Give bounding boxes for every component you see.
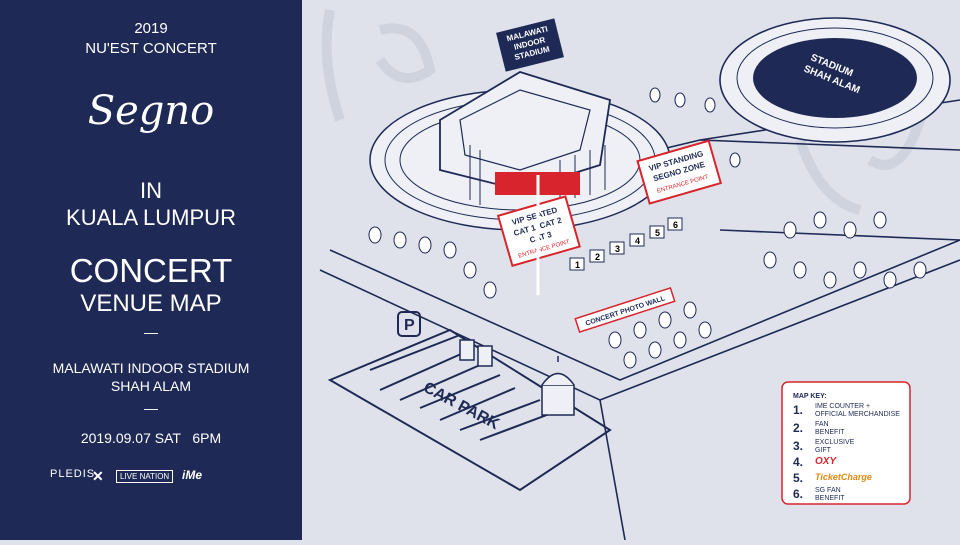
toilet-icon bbox=[459, 339, 493, 367]
svg-text:IME COUNTER +: IME COUNTER + bbox=[815, 403, 870, 410]
n-logo-icon: ✕ bbox=[92, 468, 104, 484]
divider-1: — bbox=[144, 324, 158, 340]
svg-text:OXY: OXY bbox=[815, 456, 837, 467]
svg-text:6: 6 bbox=[673, 220, 678, 230]
svg-text:3: 3 bbox=[615, 244, 620, 254]
svg-text:GIFT: GIFT bbox=[815, 447, 832, 454]
info-panel: 2019 NU'EST CONCERT Segno IN KUALA LUMPU… bbox=[0, 0, 302, 540]
event-name: NU'EST CONCERT bbox=[85, 40, 217, 57]
svg-text:2: 2 bbox=[595, 252, 600, 262]
svg-text:SG FAN: SG FAN bbox=[815, 487, 841, 494]
svg-text:BENEFIT: BENEFIT bbox=[815, 495, 845, 502]
live-nation-logo: LIVE NATION bbox=[116, 470, 174, 483]
title-line2: VENUE MAP bbox=[80, 290, 222, 317]
svg-text:5: 5 bbox=[655, 228, 660, 238]
venue-line2: SHAH ALAM bbox=[110, 378, 192, 394]
svg-text:6.: 6. bbox=[793, 487, 803, 501]
photo-wall-sign: CONCERT PHOTO WALL bbox=[574, 286, 676, 334]
svg-text:3.: 3. bbox=[793, 439, 803, 453]
venue-line1: MALAWATI INDOOR STADIUM bbox=[52, 360, 250, 376]
roads bbox=[319, 99, 960, 541]
svg-text:2.: 2. bbox=[793, 421, 803, 435]
car-park bbox=[327, 328, 612, 492]
map-key: MAP KEY: 1. IME COUNTER + OFFICIAL MERCH… bbox=[781, 381, 911, 505]
event-year: 2019 bbox=[134, 20, 168, 37]
svg-text:1: 1 bbox=[575, 260, 580, 270]
city-name: KUALA LUMPUR bbox=[66, 205, 236, 230]
in-text: IN bbox=[140, 178, 162, 203]
venue-map: CAR PARK P MALAWATI INDOOR STADIUM bbox=[302, 0, 960, 541]
car-park-label: CAR PARK bbox=[420, 379, 502, 433]
svg-text:1.: 1. bbox=[793, 403, 803, 417]
event-datetime: 2019.09.07 SAT 6PM bbox=[80, 430, 222, 446]
tour-logo: Segno bbox=[87, 88, 215, 134]
map-canvas: CAR PARK P MALAWATI INDOOR STADIUM bbox=[319, 9, 960, 541]
svg-text:TicketCharge: TicketCharge bbox=[815, 472, 872, 482]
pledis-logo: PLEDIS bbox=[50, 468, 96, 480]
stadium-shah-alam bbox=[719, 17, 951, 143]
svg-text:EXCLUSIVE: EXCLUSIVE bbox=[815, 439, 855, 446]
svg-text:BENEFIT: BENEFIT bbox=[815, 429, 845, 436]
svg-text:5.: 5. bbox=[793, 471, 803, 485]
title-line1: CONCERT bbox=[69, 252, 233, 289]
svg-text:4.: 4. bbox=[793, 455, 803, 469]
stadium-sign: MALAWATI INDOOR STADIUM bbox=[496, 18, 564, 72]
mosque-icon bbox=[541, 356, 575, 416]
parking-sign-icon bbox=[397, 311, 421, 337]
malawati-stadium bbox=[369, 71, 671, 231]
parking-letter: P bbox=[404, 317, 415, 334]
svg-text:4: 4 bbox=[635, 236, 640, 246]
map-key-title: MAP KEY: bbox=[793, 393, 827, 400]
ime-logo: iMe bbox=[182, 468, 203, 482]
booths: 1 2 3 4 5 6 bbox=[569, 217, 683, 271]
svg-text:OFFICIAL MERCHANDISE: OFFICIAL MERCHANDISE bbox=[815, 411, 900, 418]
vip-standing-sign: VIP STANDING SEGNO ZONE ENTRANCE POINT bbox=[636, 139, 723, 205]
divider-2: — bbox=[144, 400, 158, 416]
trees bbox=[368, 87, 927, 369]
svg-text:FAN: FAN bbox=[815, 421, 829, 428]
